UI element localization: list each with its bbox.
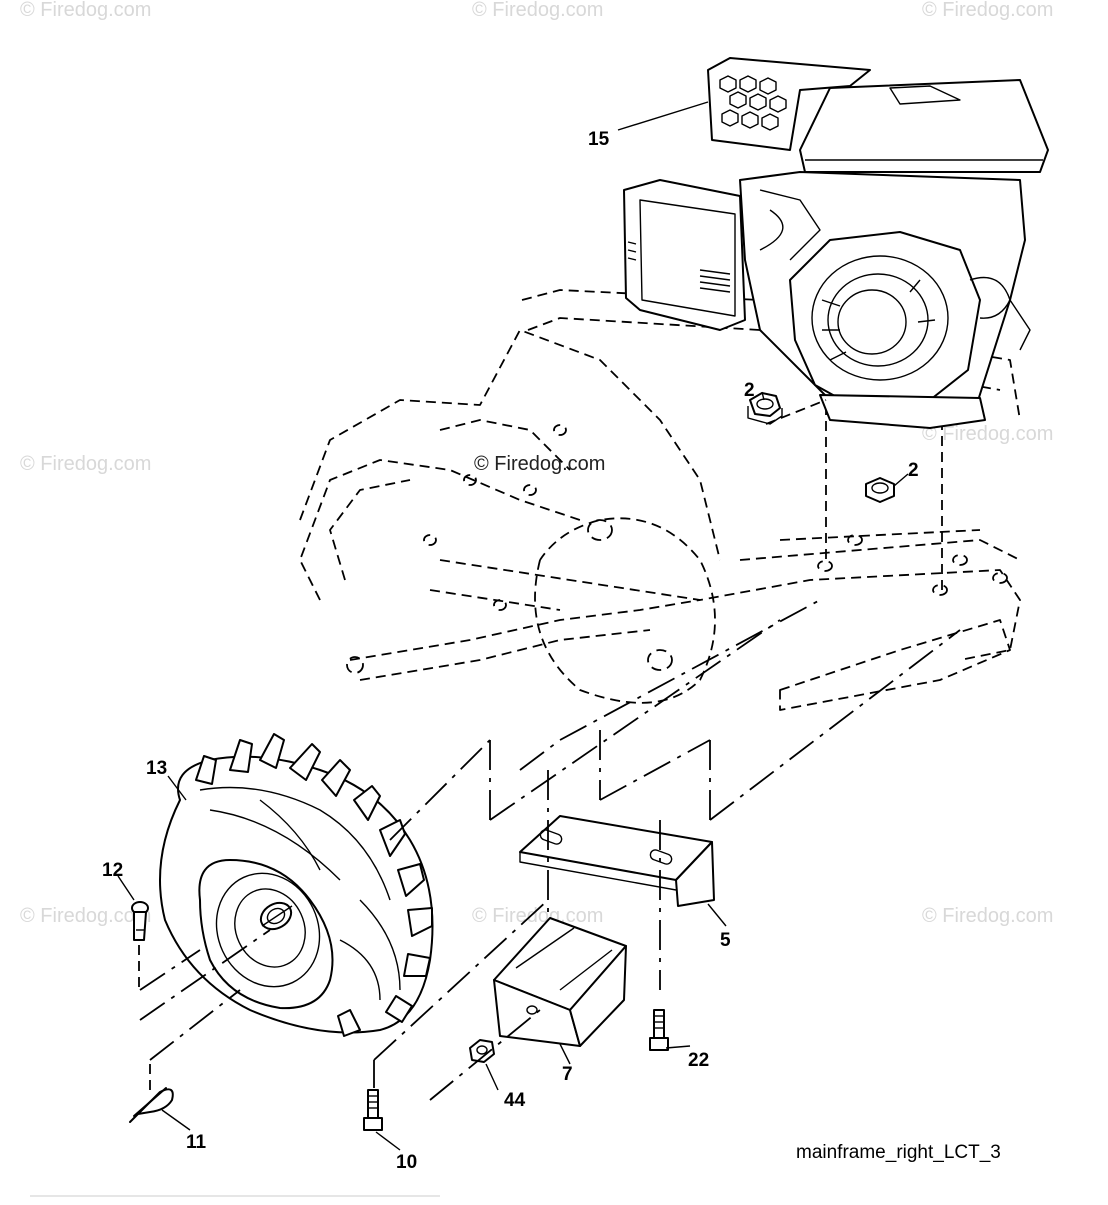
label-11: 11: [186, 1132, 207, 1153]
air-cleaner-vents: [627, 241, 731, 293]
watermark: © Firedog.com: [922, 905, 1053, 927]
clevis-pin: [131, 901, 149, 990]
engine: [623, 57, 1049, 429]
label-15: 15: [588, 129, 610, 150]
muffler-honeycomb: [719, 75, 787, 131]
label-2-right: 2: [908, 460, 919, 481]
leader-lines: [117, 101, 909, 1151]
flange-nut-right: [865, 477, 895, 503]
engine-center-lines: [825, 405, 943, 590]
label-5: 5: [720, 930, 731, 951]
watermark: © Firedog.com: [20, 453, 151, 475]
bolt-right: [649, 1009, 669, 1051]
label-44: 44: [504, 1090, 526, 1111]
flange-nut-top: [747, 392, 827, 425]
hair-pin-clip: [129, 1060, 174, 1123]
starter-ribs: [821, 279, 936, 361]
diagram-caption: mainframe_right_LCT_3: [796, 1142, 1001, 1163]
wheel-tire: [159, 733, 434, 1037]
watermarks: © Firedog.com © Firedog.com © Firedog.co…: [20, 0, 1053, 927]
watermark: © Firedog.com: [922, 0, 1053, 21]
watermark: © Firedog.com: [472, 0, 603, 21]
watermark-center: © Firedog.com: [474, 453, 605, 475]
watermark: © Firedog.com: [922, 423, 1053, 445]
assembly-lines: [139, 599, 961, 1101]
wheel-weight: [493, 917, 627, 1047]
label-7: 7: [562, 1064, 573, 1085]
label-2-top: 2: [744, 380, 755, 401]
part-labels: 15 2 2 13 12 5 7 22 44 11 10: [102, 129, 919, 1173]
label-10: 10: [396, 1152, 417, 1173]
label-22: 22: [688, 1050, 709, 1071]
watermark: © Firedog.com: [472, 905, 603, 927]
mounting-bracket: [519, 815, 715, 907]
bolt-left: [363, 1089, 383, 1131]
hex-nut-small: [469, 1039, 495, 1063]
watermark: © Firedog.com: [20, 905, 151, 927]
label-13: 13: [146, 758, 167, 779]
watermark: © Firedog.com: [20, 0, 151, 21]
frame-holes: [346, 424, 1008, 674]
label-12: 12: [102, 860, 123, 881]
